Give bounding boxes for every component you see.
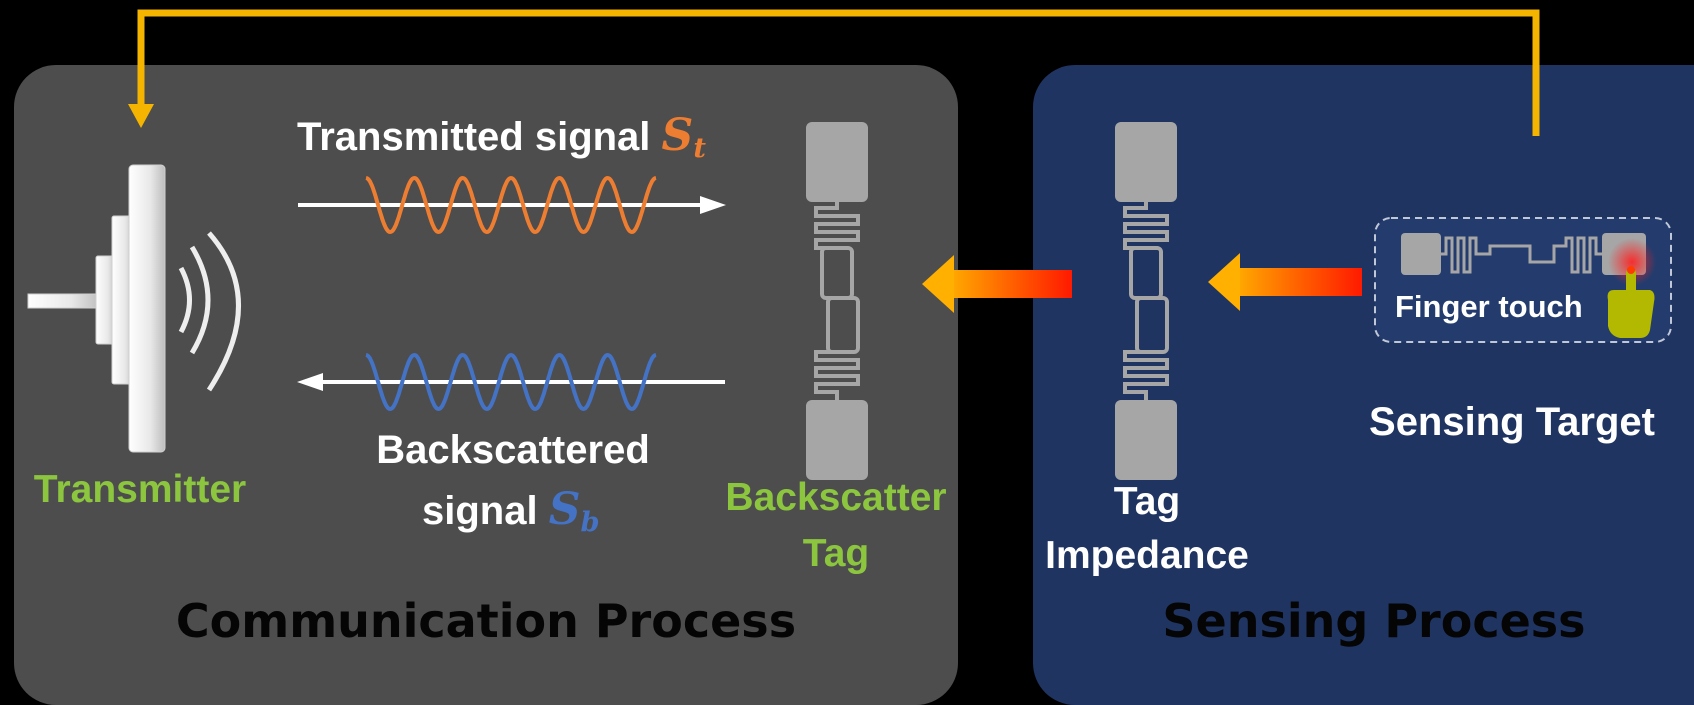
tag-impedance-label-line2: Impedance xyxy=(1045,534,1249,577)
sensing-target-box xyxy=(1374,217,1672,343)
feedback-arrowhead-icon xyxy=(128,104,154,128)
backscattered-signal-label-line2: signal Sb xyxy=(422,484,600,538)
rfid-tag-icon xyxy=(806,122,868,480)
tag-impedance-icon xyxy=(1115,122,1177,480)
backscatter-tag-label-line2: Tag xyxy=(802,532,870,575)
sensing-target-label: Sensing Target xyxy=(1369,400,1655,444)
backscattered-signal-label-line1: Backscattered xyxy=(376,428,650,472)
backscattered-symbol-letter: S xyxy=(548,484,581,535)
communication-process-title: Communication Process xyxy=(175,594,797,648)
diagram-graphics xyxy=(27,9,1672,480)
transmitted-symbol-subscript: t xyxy=(693,131,706,164)
sensing-process-title: Sensing Process xyxy=(1162,594,1586,648)
antenna-icon xyxy=(27,164,241,453)
backscattered-signal-arrow xyxy=(297,373,725,391)
backscattered-symbol-subscript: b xyxy=(580,505,600,538)
transmitted-signal-arrow xyxy=(298,196,726,214)
transmitter-label: Transmitter xyxy=(33,468,247,511)
backscattered-signal-text: signal xyxy=(422,489,538,533)
tag-impedance-label-line1: Tag xyxy=(1113,480,1181,523)
backscattered-wave xyxy=(365,352,657,412)
transmitted-symbol-letter: S xyxy=(661,110,694,161)
transmitted-signal-symbol: St xyxy=(661,110,706,164)
backscatter-tag-label-line1: Backscatter xyxy=(725,476,947,519)
backscattered-signal-symbol: Sb xyxy=(548,484,600,538)
process-arrow-to-tag xyxy=(922,255,1072,313)
transmitted-signal-text: Transmitted signal xyxy=(297,115,651,159)
transmitted-signal-label: Transmitted signal St xyxy=(297,110,706,164)
finger-touch-label: Finger touch xyxy=(1395,289,1583,324)
transmitted-wave xyxy=(365,175,657,235)
process-arrow-to-impedance xyxy=(1208,253,1362,311)
feedback-line xyxy=(128,9,1540,136)
pointing-hand-icon xyxy=(1607,266,1655,338)
communication-panel xyxy=(14,65,958,705)
